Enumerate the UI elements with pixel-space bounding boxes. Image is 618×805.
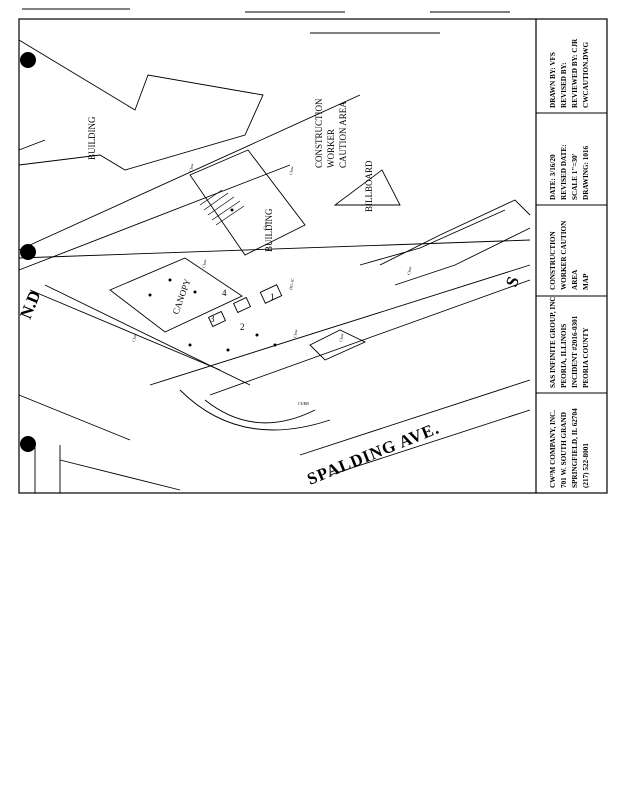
svg-text:PEORIA COUNTY: PEORIA COUNTY (582, 327, 590, 388)
well-label: Clow (131, 333, 137, 343)
title-cell-firm: CW³M COMPANY, INC. 701 W. SOUTH GRAND SP… (549, 408, 590, 488)
title-block: DRAWN BY: VFS REVISED BY: REVIEWED BY: C… (549, 38, 590, 488)
site-linework (18, 39, 531, 493)
svg-text:REVISED DATE:: REVISED DATE: (560, 144, 568, 200)
svg-text:DRAWN BY: VFS: DRAWN BY: VFS (549, 52, 557, 108)
title-cell-date: DATE: 3/16/20 REVISED DATE: SCALE 1"=30'… (549, 144, 590, 200)
svg-text:REVISED BY:: REVISED BY: (560, 63, 568, 108)
dispenser-4: 4 (222, 288, 227, 298)
dispenser-2: 2 (240, 322, 245, 332)
drawing-frame (18, 18, 608, 494)
svg-text:DATE: 3/16/20: DATE: 3/16/20 (549, 154, 557, 200)
svg-text:MAP: MAP (582, 273, 590, 290)
punch-hole-middle (20, 244, 36, 260)
street-spalding-label: SPALDING AVE. (304, 418, 442, 488)
svg-text:SAS INFINITE GROUP, INC: SAS INFINITE GROUP, INC (549, 296, 557, 388)
svg-text:DRAWING: 1016: DRAWING: 1016 (582, 145, 590, 200)
well-label: Clow (262, 221, 268, 231)
well-label: Clow (188, 163, 194, 173)
svg-text:REVIEWED BY: CJR: REVIEWED BY: CJR (571, 38, 579, 108)
svg-text:701 W. SOUTH GRAND: 701 W. SOUTH GRAND (560, 412, 568, 488)
well-label: Clow (406, 266, 412, 276)
street-partial-left-label: N.D (16, 288, 44, 322)
binder-punch-holes (20, 52, 36, 452)
title-block-grid (536, 112, 607, 394)
dispenser-1: 1 (270, 292, 275, 302)
tank-hatch (199, 189, 245, 226)
svg-text:CWCAUTION.DWG: CWCAUTION.DWG (582, 42, 590, 108)
well-label: Clow (292, 329, 298, 339)
curb-note: CURB (298, 401, 309, 406)
svg-text:CW³M COMPANY, INC.: CW³M COMPANY, INC. (549, 410, 557, 488)
svg-text:(217) 522-8001: (217) 522-8001 (582, 443, 590, 488)
building-center-label: BUILDING (264, 208, 274, 252)
street-partial-right-label: S (502, 274, 523, 289)
svg-text:INCIDENT #2016-0301: INCIDENT #2016-0301 (571, 315, 579, 388)
svg-text:CONSTRUCTION: CONSTRUCTION (549, 230, 557, 290)
scan-marks (22, 8, 510, 34)
dispenser-3: 3 (210, 314, 215, 324)
building-left-label: BUILDING (87, 116, 97, 160)
title-cell-drawing-title: CONSTRUCTION WORKER CAUTION AREA MAP (549, 220, 590, 290)
svg-text:CONSTRUCTION: CONSTRUCTION (314, 98, 324, 168)
well-label: Clow (201, 259, 207, 269)
punch-hole-top (20, 52, 36, 68)
svg-text:PEORIA, ILLINOIS: PEORIA, ILLINOIS (560, 324, 568, 388)
svg-text:AREA: AREA (571, 269, 579, 290)
well-label: Clow (288, 166, 294, 176)
svg-text:SPRINGFIELD, IL 62704: SPRINGFIELD, IL 62704 (571, 408, 579, 488)
svg-text:WORKER: WORKER (326, 129, 336, 168)
canopy-label: CANOPY (170, 277, 192, 316)
svg-text:CAUTION AREA: CAUTION AREA (338, 101, 348, 168)
construction-area-label: CONSTRUCTION WORKER CAUTION AREA (314, 98, 348, 168)
punch-hole-bottom (20, 436, 36, 452)
svg-text:SCALE 1"=30': SCALE 1"=30' (571, 153, 579, 200)
svg-text:WORKER CAUTION: WORKER CAUTION (560, 220, 568, 290)
title-cell-drawn-by: DRAWN BY: VFS REVISED BY: REVIEWED BY: C… (549, 38, 590, 108)
well-markers (148, 208, 277, 352)
title-cell-client: SAS INFINITE GROUP, INC PEORIA, ILLINOIS… (549, 296, 590, 388)
well-label: Clow (338, 333, 344, 343)
dispenser-tag: DU-1C (288, 277, 295, 290)
billboard-label: BILLBOARD (364, 160, 374, 212)
